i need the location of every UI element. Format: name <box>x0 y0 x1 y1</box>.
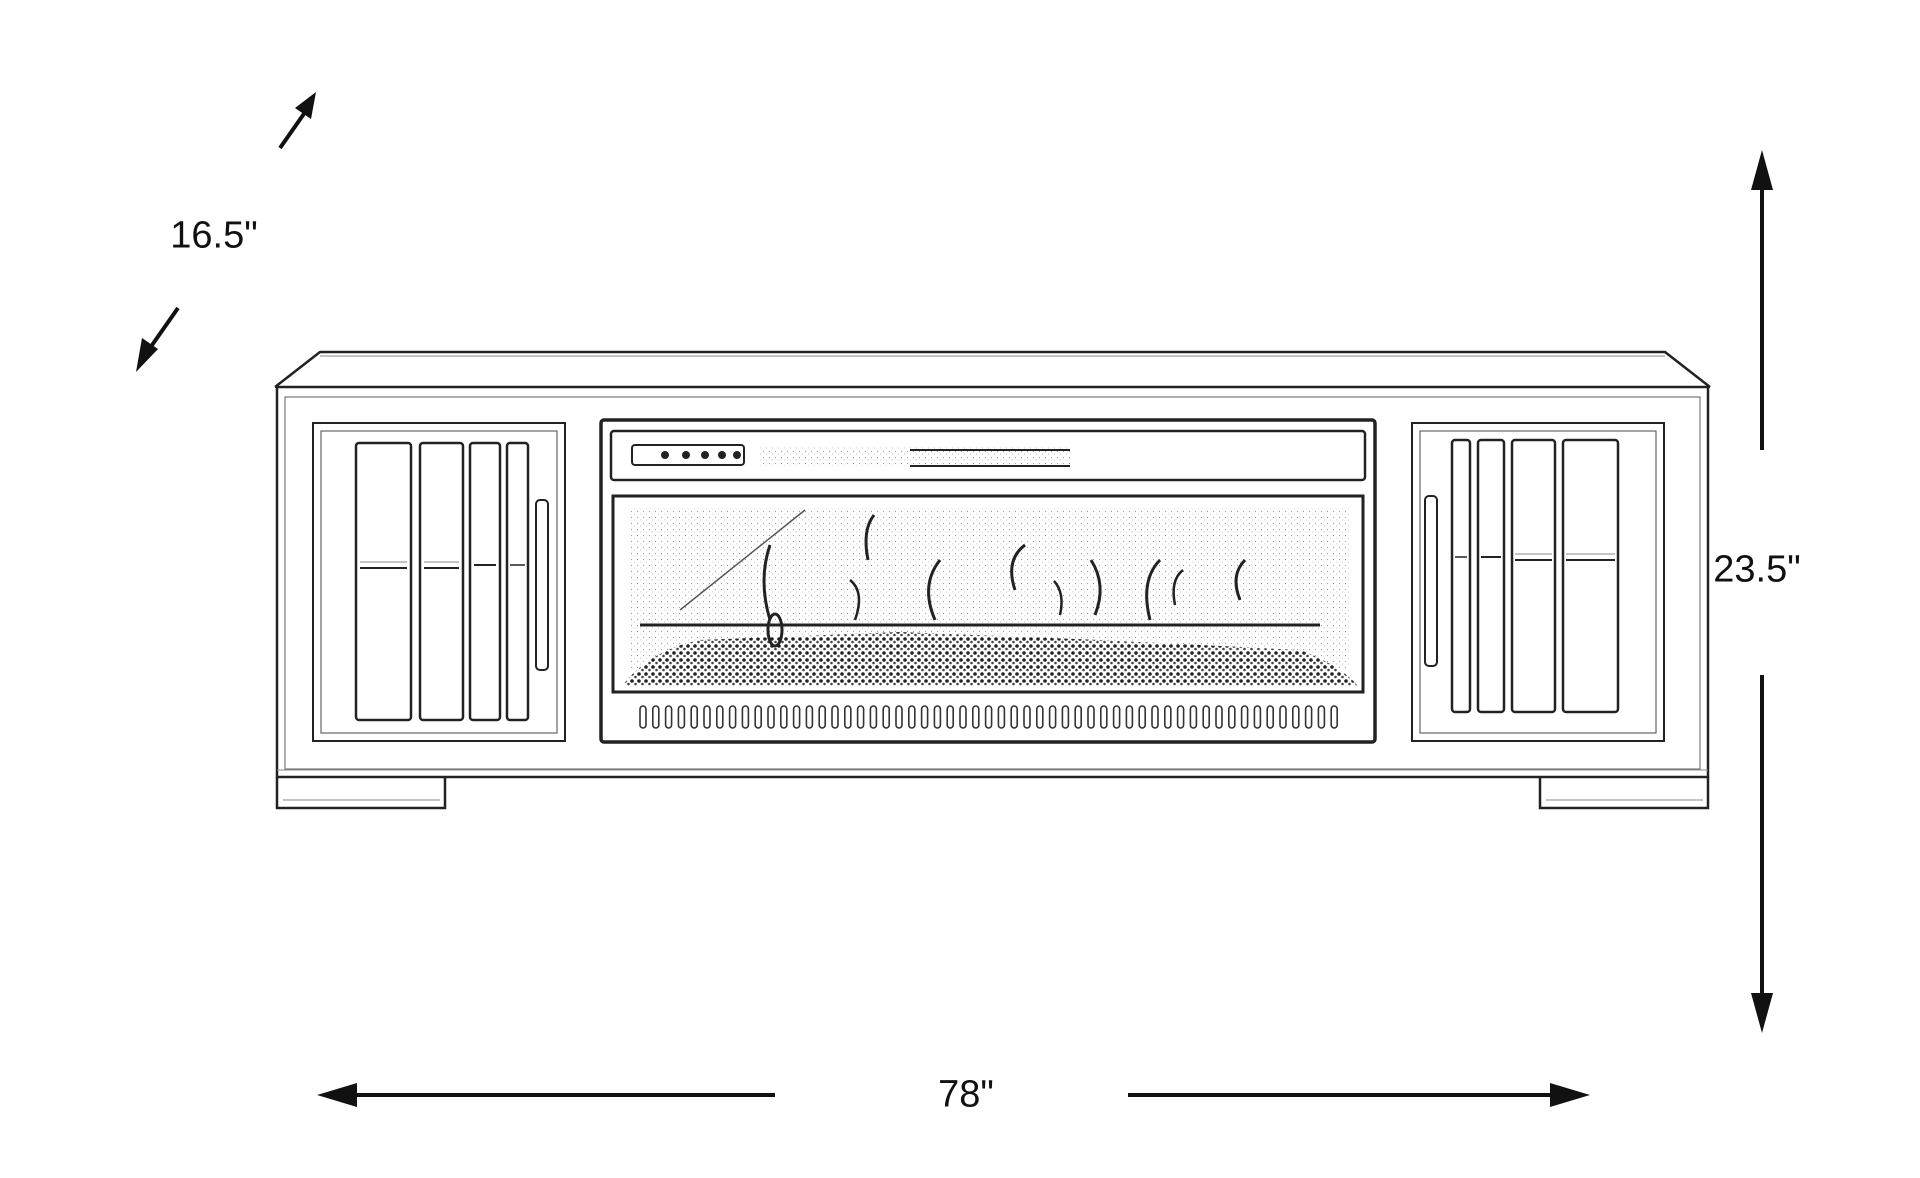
vent-slot <box>1138 705 1146 729</box>
fireplace-insert <box>599 418 1377 744</box>
vent-slot <box>1151 705 1159 729</box>
vent-slot <box>997 705 1006 729</box>
fireplace-glass <box>611 494 1365 694</box>
vent-slot <box>1036 705 1044 729</box>
vent-slot <box>984 705 993 729</box>
vent-slot <box>703 705 711 729</box>
fireplace-control-panel <box>609 429 1367 482</box>
width-arrow <box>317 1083 1590 1107</box>
vent-slot <box>933 705 942 729</box>
vent-slot <box>856 705 865 729</box>
vent-slot <box>843 705 852 729</box>
left-cabinet-door <box>312 422 566 742</box>
vent-slot <box>1023 705 1031 729</box>
vent-slot <box>869 705 878 729</box>
vent-slot <box>1228 705 1236 729</box>
vent-slot <box>1164 705 1172 729</box>
vent-slot <box>1304 705 1313 729</box>
vent-slot <box>895 705 903 729</box>
vent-slot <box>1112 705 1121 729</box>
vent-slot <box>1087 705 1095 729</box>
vent-slot <box>1215 705 1223 729</box>
vent-slot <box>971 705 980 729</box>
vent-slot <box>1189 705 1198 729</box>
right-cabinet-door <box>1411 422 1665 742</box>
vent-slot <box>1100 705 1108 729</box>
vent-slot <box>1279 705 1287 729</box>
vent-slot <box>946 705 955 729</box>
left-door-handle <box>535 499 549 671</box>
vent-slot <box>1176 705 1185 729</box>
dimension-arrows <box>136 92 1773 1107</box>
vent-slot <box>677 705 686 729</box>
vent-slot <box>1074 705 1082 729</box>
height-arrow <box>1751 150 1773 1033</box>
vent-slot <box>651 705 660 729</box>
vent-slot <box>907 705 916 729</box>
tv-stand <box>274 350 1711 810</box>
depth-label: 16.5" <box>170 214 258 257</box>
vent-slot <box>754 705 763 729</box>
vent-slot <box>1202 705 1210 729</box>
vent-slot <box>728 705 737 729</box>
right-door-handle <box>1424 495 1438 667</box>
height-label: 23.5" <box>1713 548 1801 591</box>
vent-slot <box>818 705 827 729</box>
vent-slot <box>1125 705 1134 729</box>
vent-slot <box>1330 705 1338 729</box>
vent-slot <box>1292 705 1300 729</box>
vent-slot <box>741 705 750 729</box>
vent-slot <box>1061 705 1070 729</box>
vent-slot <box>664 705 673 729</box>
vent-slot <box>639 705 647 729</box>
vent-slot <box>767 705 775 729</box>
right-foot <box>1538 777 1710 810</box>
depth-arrow <box>136 92 316 372</box>
vent-slot <box>779 705 788 729</box>
vent-slot <box>920 705 929 729</box>
vent-slot <box>1317 705 1326 729</box>
vent-slot <box>1048 705 1057 729</box>
vent-slot <box>882 705 891 729</box>
width-label: 78" <box>938 1073 994 1116</box>
left-foot <box>275 777 447 810</box>
vent-slot <box>959 705 967 729</box>
vent-slot <box>1253 705 1262 729</box>
vent-slot <box>715 705 724 729</box>
vent-slot <box>831 705 839 729</box>
vent-slot <box>805 705 814 729</box>
vent-slot <box>690 705 699 729</box>
vent-slot <box>1010 705 1019 729</box>
vent-slot <box>792 705 801 729</box>
vent-slot <box>1240 705 1249 729</box>
tv-stand-top <box>274 350 1711 388</box>
vent-slot <box>1266 705 1274 729</box>
